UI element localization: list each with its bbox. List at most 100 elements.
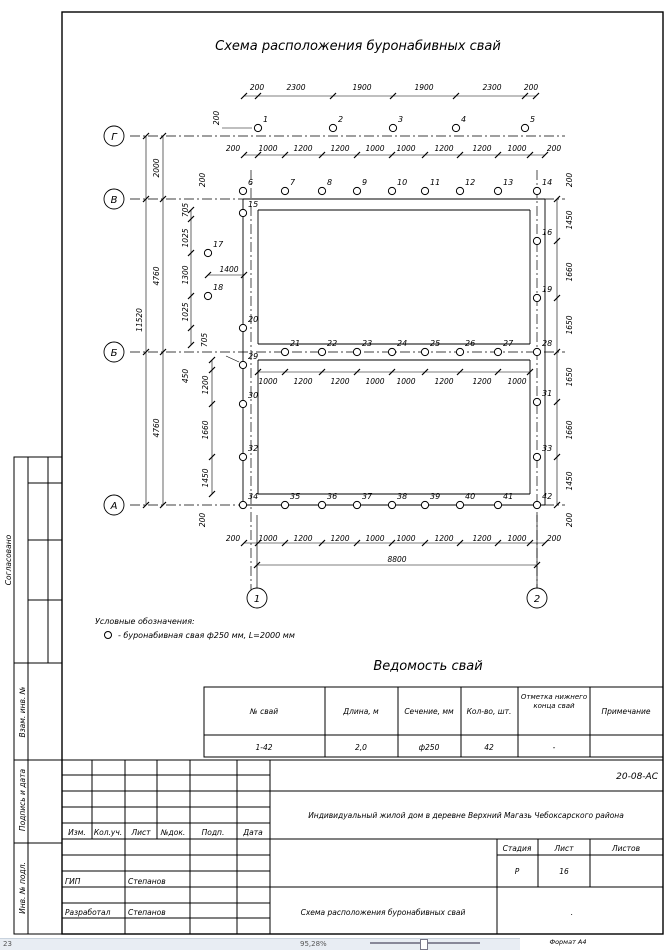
dim-tick <box>553 195 561 203</box>
dim-row2: 200 <box>226 144 241 153</box>
dim-right-upper: 1650 <box>565 315 574 334</box>
dim-left-inner: 705 <box>200 333 209 348</box>
pile-label: 4 <box>461 115 466 124</box>
dim-tick <box>456 151 464 159</box>
dim-row-b: 1200 <box>434 377 453 386</box>
leader-line <box>225 355 240 363</box>
pile-label: 17 <box>213 240 224 249</box>
dim-tick <box>240 151 248 159</box>
pile-marker <box>532 293 542 303</box>
dim-tick <box>388 151 396 159</box>
pile-label: 40 <box>465 492 475 501</box>
dim-tick <box>353 539 361 547</box>
dim-tick <box>456 368 464 376</box>
pile-label: 38 <box>397 492 407 501</box>
pile-marker <box>238 360 248 370</box>
dim-tick <box>389 92 397 100</box>
dim-tick <box>388 368 396 376</box>
dim-top: 1900 <box>414 83 433 92</box>
pile-marker <box>352 186 362 196</box>
dim-right-upper: 1450 <box>565 210 574 229</box>
dim-bottom: 1200 <box>293 534 312 543</box>
pile-label: 18 <box>213 283 223 292</box>
dim-tick <box>187 292 195 300</box>
dim-tick <box>541 539 549 547</box>
legend-pile-icon <box>104 631 112 639</box>
schedule-header: Длина, м <box>342 707 379 716</box>
dim-left-outer: 4760 <box>152 266 161 285</box>
dim-left-lower: 450 <box>181 369 190 384</box>
schedule-table <box>203 686 664 758</box>
pile-label: 25 <box>430 339 440 348</box>
dim-tick <box>159 501 167 509</box>
dim-tick <box>553 501 561 509</box>
dim-tick <box>204 271 212 279</box>
pile-label: 1 <box>263 115 268 124</box>
pile-marker <box>455 500 465 510</box>
dim-bottom: 1000 <box>365 534 384 543</box>
dim-tick <box>281 368 289 376</box>
dim-tick <box>494 368 502 376</box>
schedule-header: Кол-во, шт. <box>467 707 512 716</box>
dim-left-total: 11520 <box>135 308 144 332</box>
stamp-replace-inv: Взам. инв. № <box>18 686 27 737</box>
axis-bubble-g <box>103 125 125 147</box>
stamp-sign-date: Подпись и дата <box>18 769 27 832</box>
dim-tick <box>240 539 248 547</box>
dim-tick <box>208 400 216 408</box>
dim-tick <box>521 92 529 100</box>
pile-marker <box>203 291 213 301</box>
dim-tick <box>254 151 262 159</box>
pile-marker <box>493 186 503 196</box>
axis-label-a: А <box>110 501 118 512</box>
pile-label: 10 <box>397 178 407 187</box>
pile-label: 14 <box>542 178 552 187</box>
pile-marker <box>387 500 397 510</box>
pile-marker <box>388 123 398 133</box>
stage-header: Стадия <box>503 844 532 853</box>
pile-marker <box>532 452 542 462</box>
stage-header: Листов <box>611 844 640 853</box>
schedule-cell: 1-42 <box>255 743 272 752</box>
dim-tick <box>541 151 549 159</box>
dim-top: 1900 <box>352 83 371 92</box>
pile-marker <box>451 123 461 133</box>
dim-right-lower: 1450 <box>565 471 574 490</box>
dim-left-outer: 2000 <box>152 158 161 177</box>
dim-side-200: 200 <box>212 111 221 126</box>
zoom-slider-handle[interactable] <box>420 939 428 950</box>
dim-left-outer: 4760 <box>152 418 161 437</box>
dim-top: 2300 <box>482 83 501 92</box>
dim-tick <box>281 539 289 547</box>
dim-row-b: 1000 <box>365 377 384 386</box>
pile-marker <box>238 452 248 462</box>
pile-marker <box>317 347 327 357</box>
dim-right-lower: 1660 <box>565 420 574 439</box>
pile-label: 39 <box>430 492 440 501</box>
pile-label: 8 <box>327 178 332 187</box>
pile-marker <box>238 399 248 409</box>
grillage-outline <box>242 198 546 506</box>
dim-tick <box>142 348 150 356</box>
pile-label: 35 <box>290 492 300 501</box>
pile-label: 3 <box>398 115 403 124</box>
pile-label: 36 <box>327 492 337 501</box>
pile-marker <box>238 186 248 196</box>
dim-tick <box>142 132 150 140</box>
schedule-header-mark: Отметка нижнего конца свай <box>520 693 588 710</box>
viewer-statusbar: 23 95,28% <box>0 938 520 950</box>
pile-marker <box>280 347 290 357</box>
tb-col: Дата <box>242 828 263 837</box>
dim-tick <box>142 501 150 509</box>
dim-tick <box>526 368 534 376</box>
pile-marker <box>493 347 503 357</box>
dim-bottom: 1000 <box>258 534 277 543</box>
schedule-cell: 2,0 <box>355 743 367 752</box>
pile-marker <box>238 500 248 510</box>
drawing-title: Схема расположения буронабивных свай <box>215 39 501 54</box>
dim-tick <box>240 92 248 100</box>
pile-marker <box>203 248 213 258</box>
pile-label: 26 <box>465 339 475 348</box>
schedule-cell: ф250 <box>419 743 440 752</box>
pile-label: 27 <box>503 339 514 348</box>
